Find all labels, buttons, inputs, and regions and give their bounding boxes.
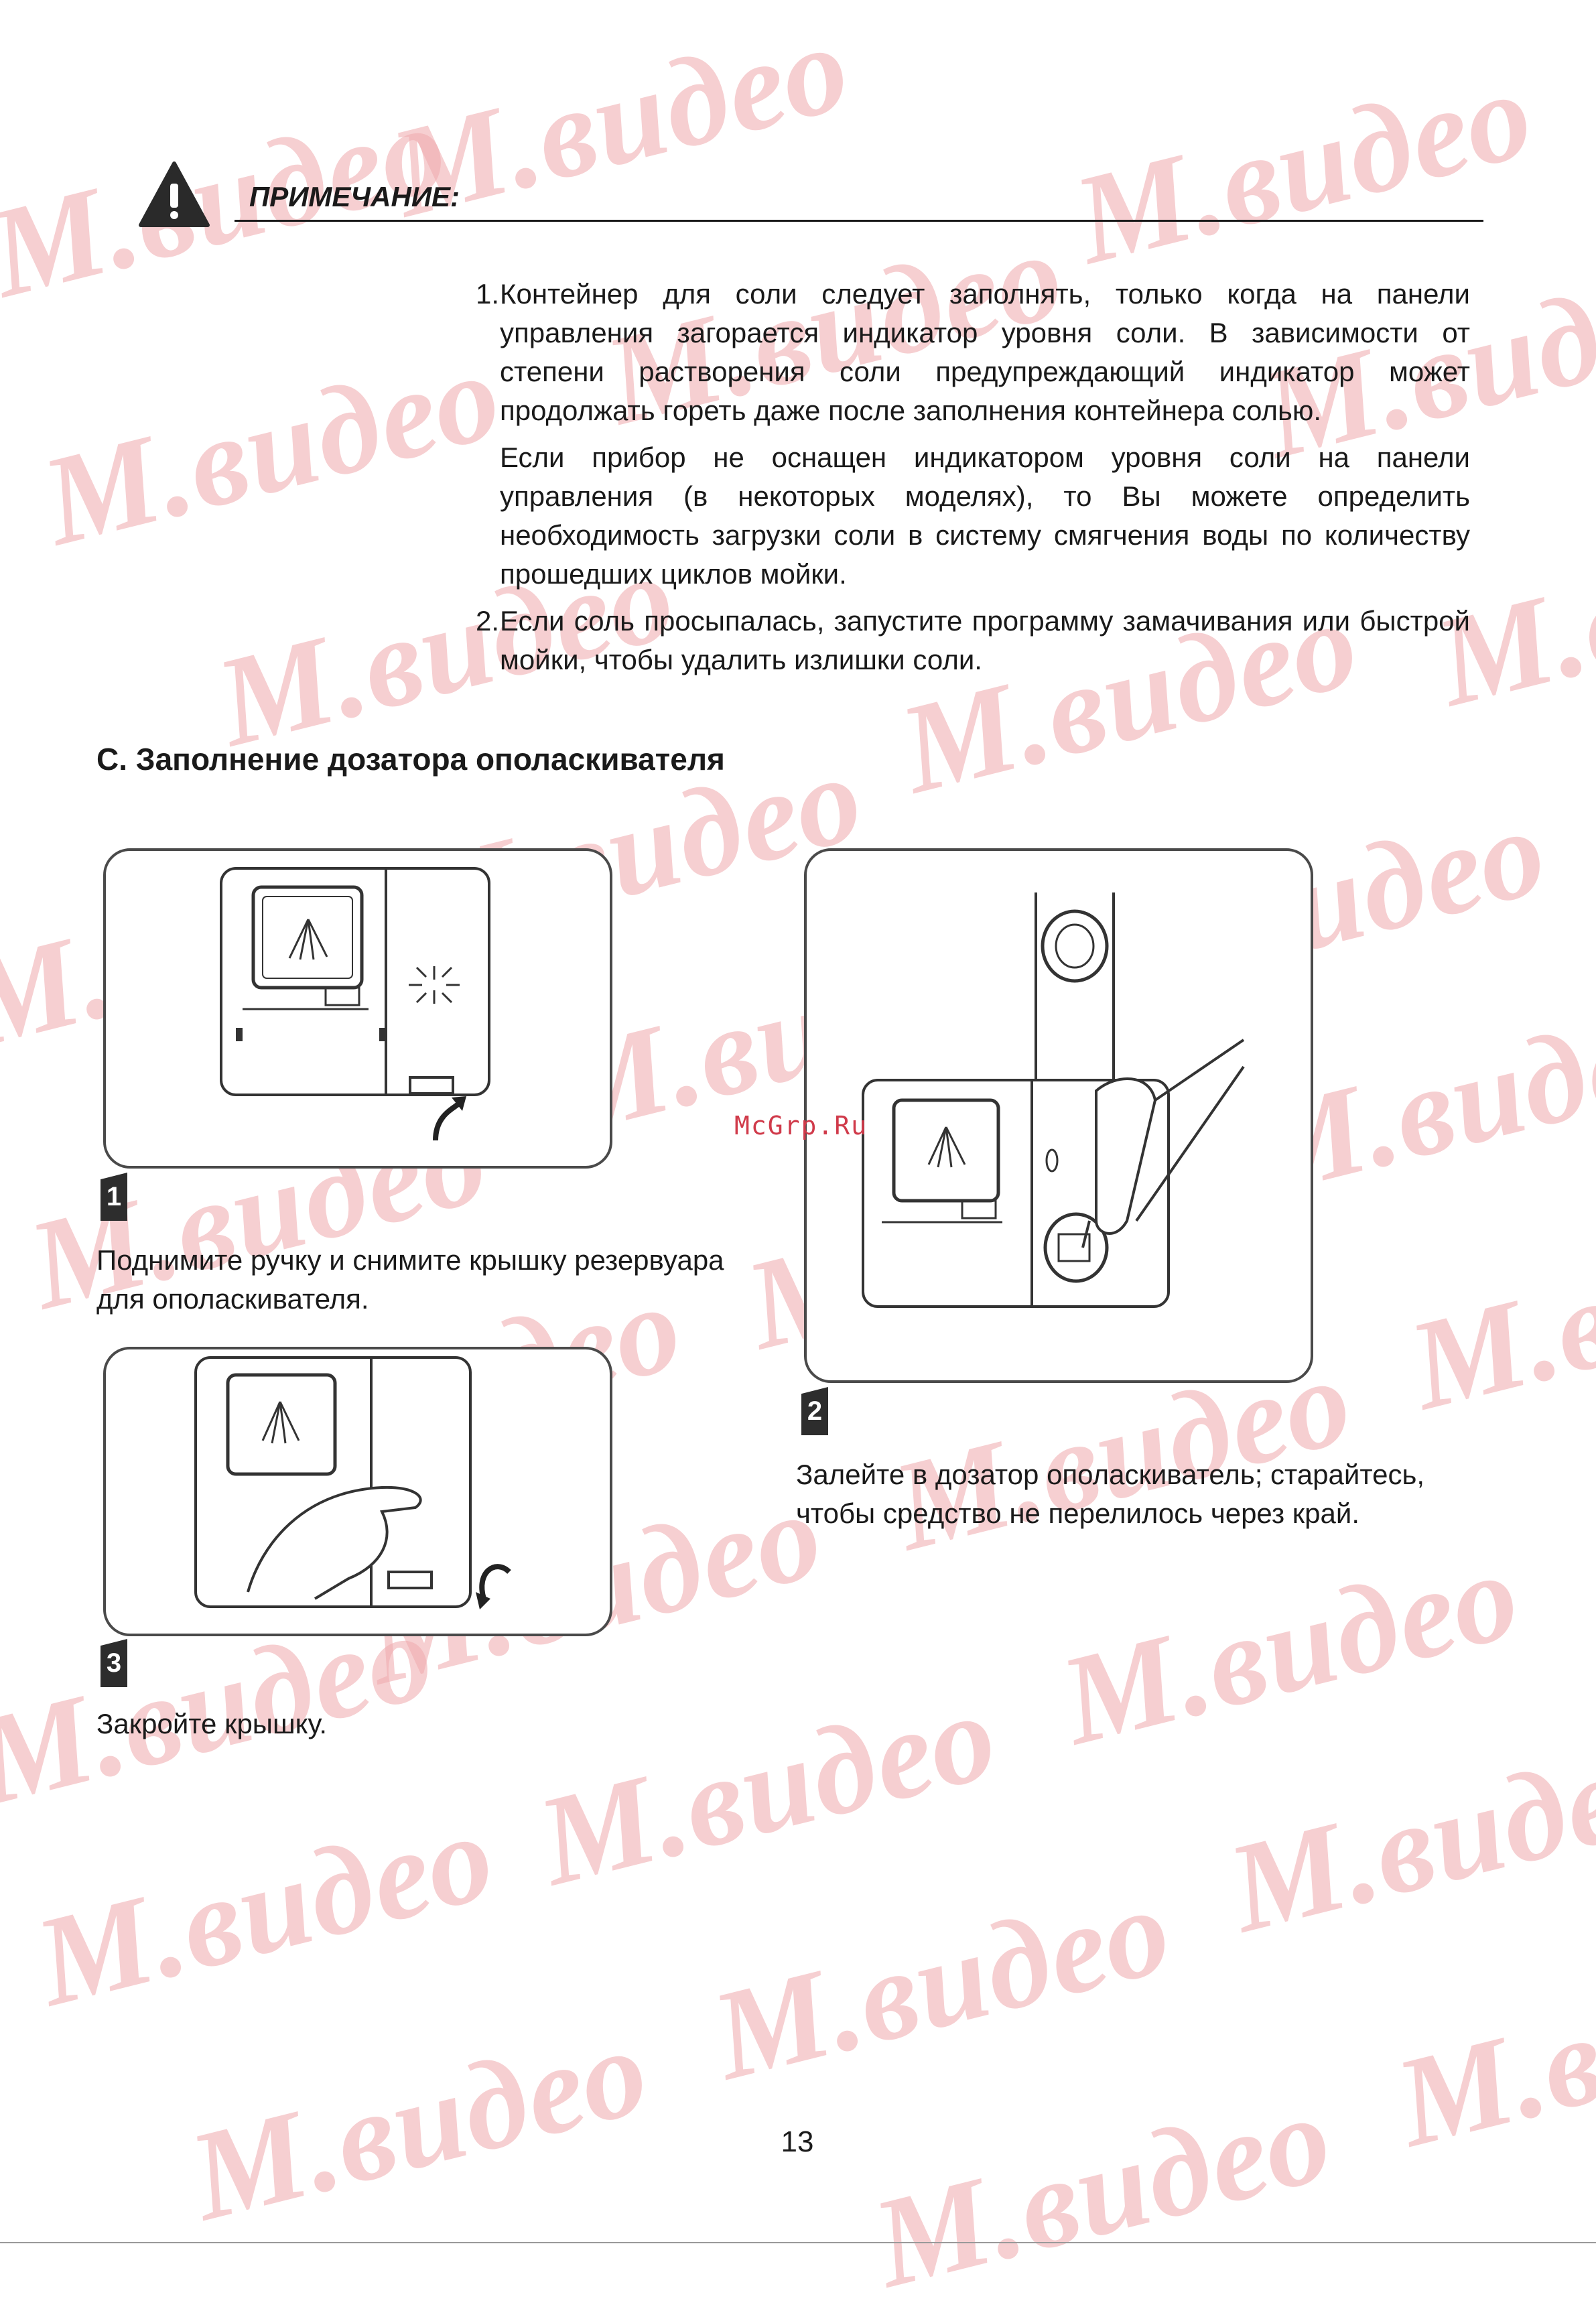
note-paragraph: Если прибор не оснащен индикатором уровн… [500, 442, 1470, 590]
figure-3-caption: Закройте крышку. [96, 1708, 327, 1739]
figure-1-caption: Поднимите ручку и снимите крышку резерву… [96, 1244, 724, 1315]
figure-number: 1 [101, 1173, 127, 1221]
figure-2: 2 [801, 846, 1331, 1435]
figure-2-caption: Залейте в дозатор ополаскиватель; старай… [796, 1459, 1425, 1529]
rinse-aid-filling-illustration [862, 892, 1245, 1308]
source-mark: McGrp.Ru [734, 1111, 868, 1140]
warning-triangle-icon [139, 161, 210, 227]
note-item-number: 1. [476, 278, 500, 310]
rinse-aid-dispenser-illustration [220, 867, 490, 1141]
note-title: ПРИМЕЧАНИЕ: [249, 181, 460, 212]
dispenser-closing-illustration [194, 1356, 511, 1609]
note-divider [235, 220, 1483, 222]
figure-number: 3 [101, 1639, 127, 1687]
note-paragraph: Контейнер для соли следует заполнять, то… [500, 278, 1470, 426]
note-item: 1. Контейнер для соли следует заполнять,… [469, 275, 1470, 594]
figure-3: 3 [101, 1344, 616, 1706]
note-item-number: 2. [476, 605, 500, 637]
page-bottom-rule [0, 2242, 1596, 2243]
figure-1: 1 [101, 846, 616, 1221]
figure-frame [804, 848, 1313, 1383]
section-title: C. Заполнение дозатора ополаскивателя [96, 742, 725, 777]
page-content: ПРИМЕЧАНИЕ: 1. Контейнер для соли следуе… [0, 161, 1596, 2243]
note-item: 2. Если соль просыпалась, запустите прог… [469, 602, 1470, 679]
note-paragraph: Если соль просыпалась, запустите програм… [500, 605, 1470, 675]
page-number: 13 [781, 2125, 814, 2158]
figure-number: 2 [801, 1387, 828, 1435]
note-list: 1. Контейнер для соли следует заполнять,… [469, 275, 1470, 679]
